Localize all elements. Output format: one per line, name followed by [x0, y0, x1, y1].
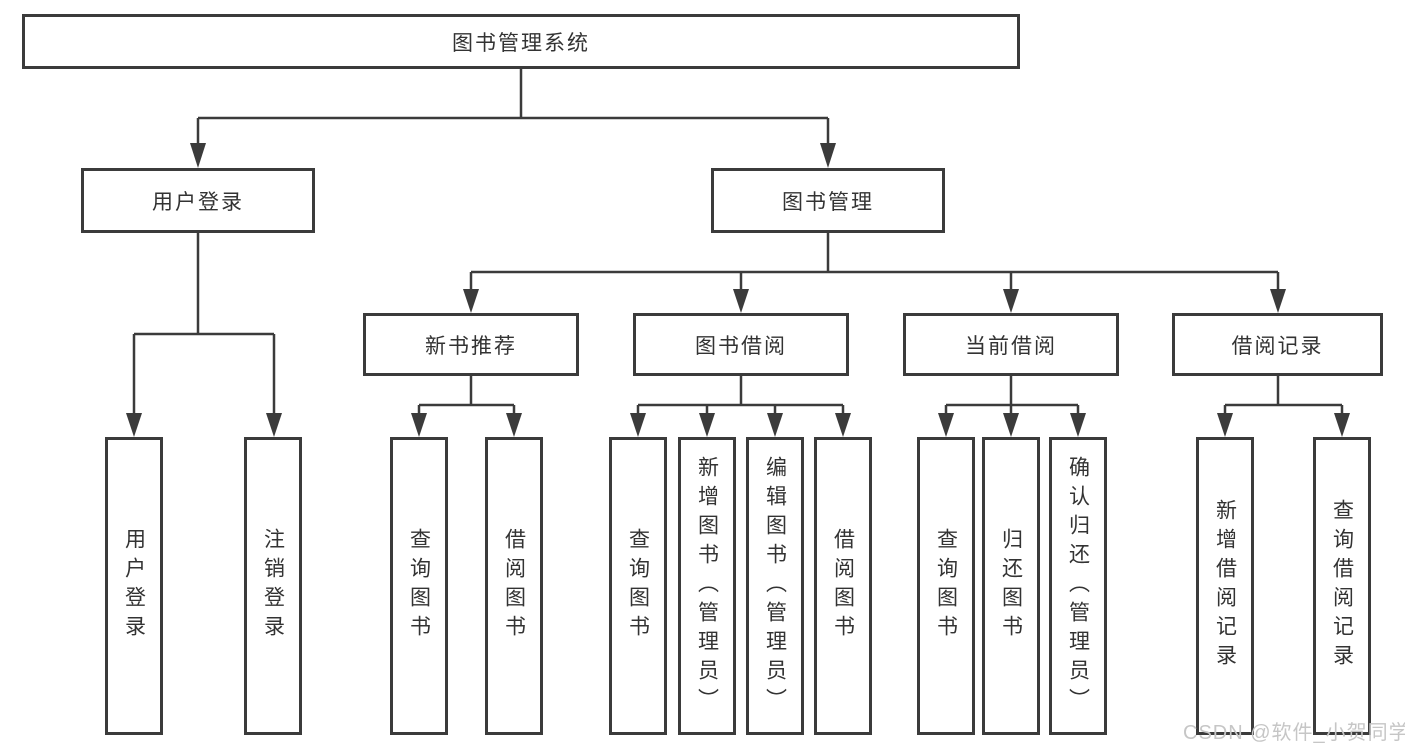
leaf-borrow-edit-books-admin: 编辑图书（管理员）	[746, 437, 804, 735]
node-user-login: 用户登录	[81, 168, 315, 233]
leaf-current-confirm-return-admin: 确认归还（管理员）	[1049, 437, 1107, 735]
leaf-recommend-query-books: 查询图书	[390, 437, 448, 735]
node-borrow-records: 借阅记录	[1172, 313, 1383, 376]
leaf-records-add-borrow-record: 新增借阅记录	[1196, 437, 1254, 735]
node-book-management: 图书管理	[711, 168, 945, 233]
leaf-borrow-query-books: 查询图书	[609, 437, 667, 735]
node-library-management-system: 图书管理系统	[22, 14, 1020, 69]
watermark: CSDN @软件_小贺同学	[1183, 722, 1405, 744]
node-book-borrow: 图书借阅	[633, 313, 849, 376]
leaf-recommend-borrow-books: 借阅图书	[485, 437, 543, 735]
node-label: 当前借阅	[965, 334, 1057, 358]
node-label: 借阅记录	[1231, 334, 1324, 358]
arrowhead-icons	[126, 143, 1350, 437]
node-current-borrow: 当前借阅	[903, 313, 1119, 376]
leaf-current-query-books: 查询图书	[917, 437, 975, 735]
leaf-records-query-borrow-record: 查询借阅记录	[1313, 437, 1371, 735]
leaf-borrow-borrow-books: 借阅图书	[814, 437, 872, 735]
node-label: 新书推荐	[425, 334, 517, 358]
node-label: 图书借阅	[695, 334, 787, 358]
leaf-user-login: 用户登录	[105, 437, 163, 735]
node-label: 图书管理	[782, 190, 874, 214]
node-label: 图书管理系统	[452, 31, 590, 55]
node-label: 用户登录	[152, 190, 244, 214]
leaf-current-return-books: 归还图书	[982, 437, 1040, 735]
leaf-logout: 注销登录	[244, 437, 302, 735]
leaf-borrow-add-books-admin: 新增图书（管理员）	[678, 437, 736, 735]
node-new-book-recommend: 新书推荐	[363, 313, 579, 376]
